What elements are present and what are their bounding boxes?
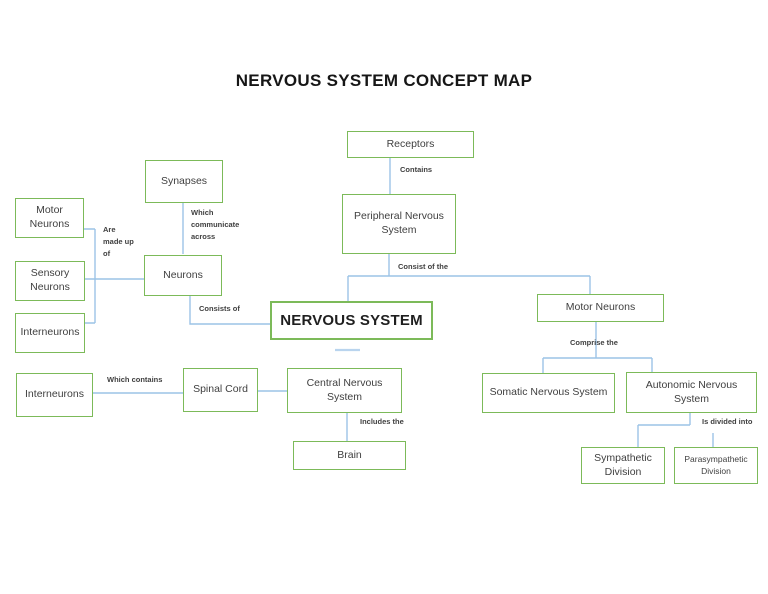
node-parasympathetic-division: Parasympathetic Division	[674, 447, 758, 484]
node-neurons: Neurons	[144, 255, 222, 296]
node-sympathetic-division: Sympathetic Division	[581, 447, 665, 484]
edge-label-is-divided-into: Is divided into	[702, 417, 753, 426]
edge-label-consist-of-the: Consist of the	[398, 262, 448, 271]
node-synapses: Synapses	[145, 160, 223, 203]
edge-label-are-made-up-of: Are made up of	[103, 225, 134, 258]
node-motor-neurons-right: Motor Neurons	[537, 294, 664, 322]
node-central-nervous-system: Central Nervous System	[287, 368, 402, 413]
page-title: NERVOUS SYSTEM CONCEPT MAP	[235, 71, 533, 90]
edge-neurons-nervous-system	[189, 296, 270, 325]
edge-label-comprise-the: Comprise the	[570, 338, 618, 347]
node-sensory-neurons: Sensory Neurons	[15, 261, 85, 301]
edge-neuron-types-bracket	[84, 228, 144, 324]
edge-label-contains: Contains	[400, 165, 433, 174]
node-motor-neurons-left: Motor Neurons	[15, 198, 84, 238]
edge-peripheral-branch	[347, 254, 591, 301]
node-autonomic-nervous-system: Autonomic Nervous System	[626, 372, 757, 413]
edge-label-which-communicate-across: Which communicate across	[191, 208, 240, 241]
edge-label-which-contains: Which contains	[107, 375, 163, 384]
node-brain: Brain	[293, 441, 406, 470]
node-receptors: Receptors	[347, 131, 474, 158]
edge-label-consists-of: Consists of	[199, 304, 240, 313]
node-nervous-system: NERVOUS SYSTEM	[270, 301, 433, 340]
node-peripheral-nervous-system: Peripheral Nervous System	[342, 194, 456, 254]
edge-motor-right-branch	[542, 322, 653, 373]
node-spinal-cord: Spinal Cord	[183, 368, 258, 412]
edge-label-includes-the: Includes the	[360, 417, 404, 426]
node-interneurons-top: Interneurons	[15, 313, 85, 353]
node-interneurons-bottom: Interneurons	[16, 373, 93, 417]
edge-autonomic-branch	[637, 412, 714, 447]
node-somatic-nervous-system: Somatic Nervous System	[482, 373, 615, 413]
